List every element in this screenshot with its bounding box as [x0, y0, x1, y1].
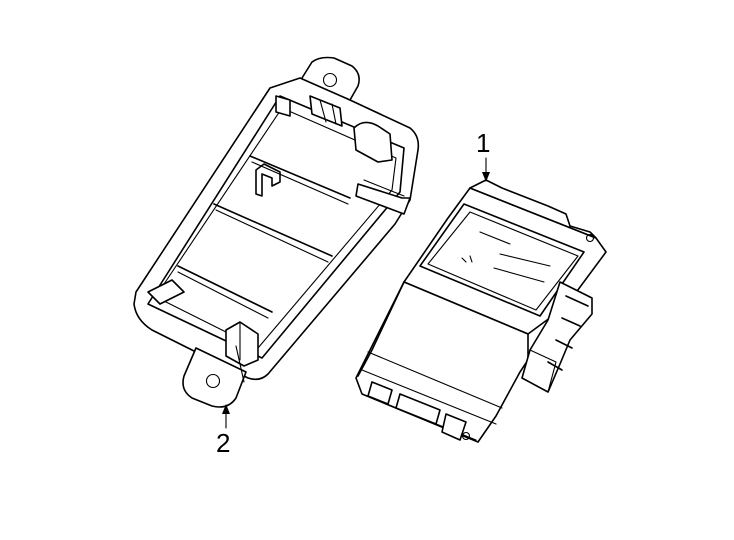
control-module — [355, 179, 607, 443]
mounting-bracket — [133, 56, 420, 408]
callout-number: 1 — [476, 128, 490, 158]
callout-number: 2 — [216, 428, 230, 458]
callout-2: 2 — [216, 404, 230, 458]
callout-1: 1 — [476, 128, 490, 182]
